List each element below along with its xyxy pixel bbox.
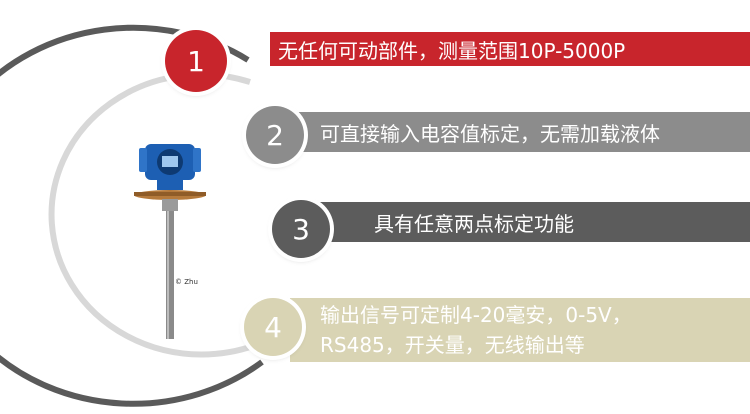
feature-banner-4: 输出信号可定制4-20毫安，0-5V， RS485，开关量，无线输出等 (290, 298, 750, 362)
level-sensor-image (134, 144, 206, 339)
feature-banner-2: 可直接输入电容值标定，无需加载液体 (288, 112, 750, 152)
feature-number-1: 1 (165, 30, 227, 92)
feature-text-4-line2: RS485，开关量，无线输出等 (320, 333, 585, 357)
feature-text-4-line1: 输出信号可定制4-20毫安，0-5V， (320, 303, 632, 327)
feature-banner-3: 具有任意两点标定功能 (318, 202, 750, 242)
feature-number-3: 3 (272, 200, 330, 258)
feature-number-2: 2 (246, 106, 304, 164)
feature-text-3: 具有任意两点标定功能 (374, 211, 574, 236)
feature-text-1: 无任何可动部件，测量范围10P-5000P (278, 38, 626, 63)
feature-number-4: 4 (244, 298, 302, 356)
watermark-text: © Zhu (175, 278, 198, 286)
feature-banner-1: 无任何可动部件，测量范围10P-5000P (270, 32, 750, 66)
feature-text-2: 可直接输入电容值标定，无需加载液体 (320, 121, 660, 146)
